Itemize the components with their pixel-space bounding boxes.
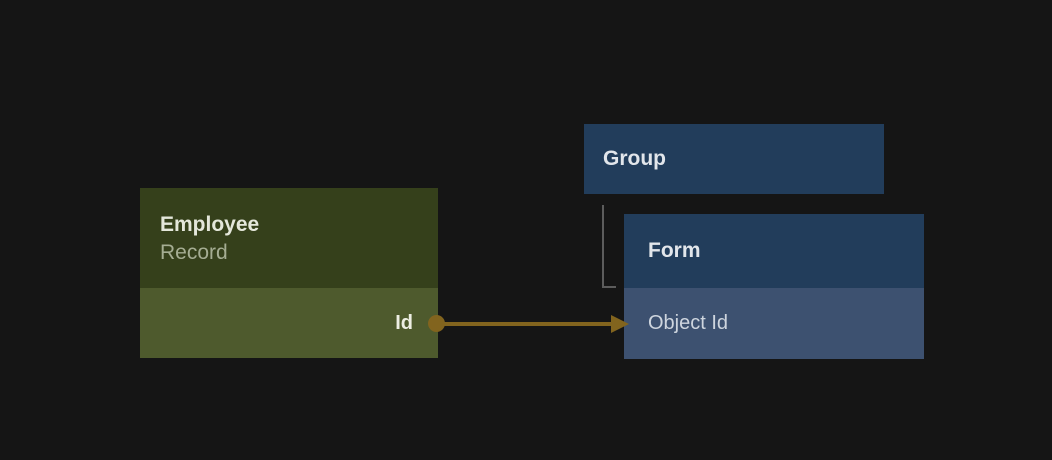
node-group[interactable]: Group xyxy=(584,124,884,194)
edge-arrowhead-icon xyxy=(611,315,629,333)
node-form-header[interactable]: Form xyxy=(624,214,924,288)
node-employee-record-header[interactable]: Employee Record xyxy=(140,188,438,288)
edge-source-dot[interactable] xyxy=(428,315,445,332)
node-title: Group xyxy=(603,147,666,170)
field-label-object-id: Object Id xyxy=(648,312,729,334)
node-title: Employee xyxy=(160,213,260,236)
node-employee-record[interactable]: Employee Record Id xyxy=(140,188,438,358)
field-row-id[interactable]: Id xyxy=(140,288,438,358)
group-form-connector-horizontal-line xyxy=(602,286,616,288)
field-row-object-id[interactable]: Object Id xyxy=(624,288,924,359)
node-subtitle: Record xyxy=(160,241,228,264)
field-label-id: Id xyxy=(395,311,413,334)
node-title: Form xyxy=(648,239,701,262)
node-form[interactable]: Form Object Id xyxy=(624,214,924,359)
group-form-connector-vertical-line xyxy=(602,205,604,288)
edge-line[interactable] xyxy=(437,322,615,326)
